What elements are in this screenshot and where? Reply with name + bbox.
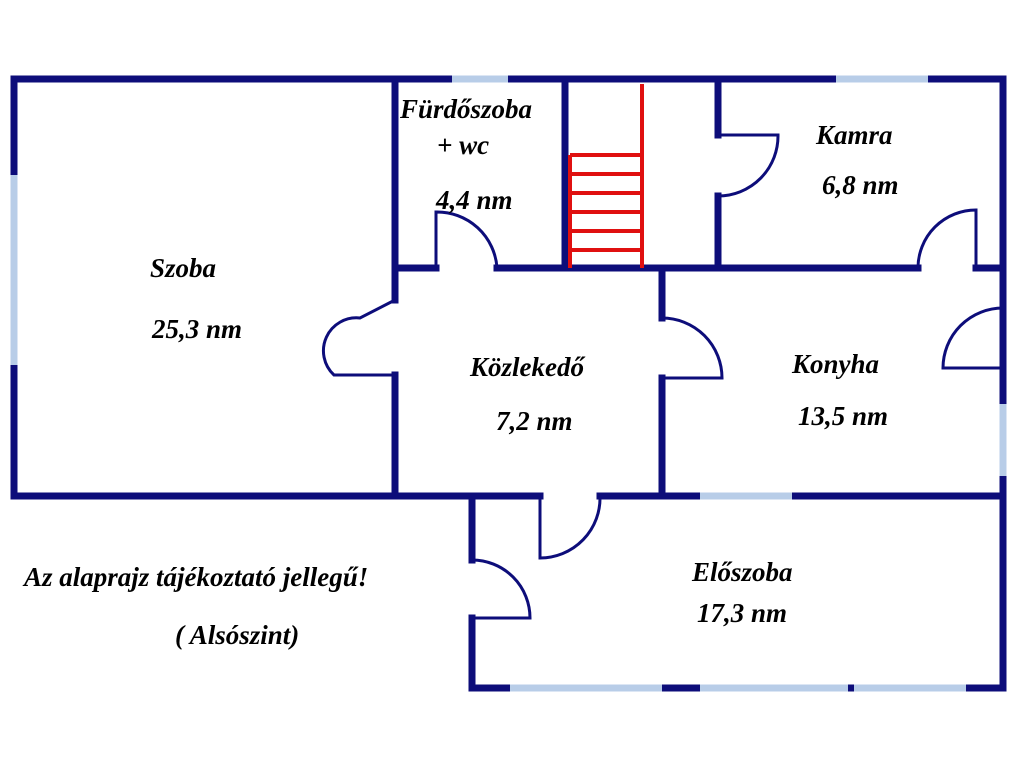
doors [321,133,1004,620]
room-area-kamra: 6,8 nm [822,170,899,200]
room-name-kamra: Kamra [815,120,893,150]
room-labels: Szoba 25,3 nm Fürdőszoba + wc 4,4 nm Kam… [22,94,899,650]
room-area-eloszoba: 17,3 nm [697,598,787,628]
room-area-konyha: 13,5 nm [798,401,888,431]
room-name-kozlekedo: Közlekedő [469,352,585,382]
room-area-szoba: 25,3 nm [151,314,242,344]
room-name-furdo: Fürdőszoba [399,94,532,124]
windows [10,75,1007,692]
door-bath [434,210,499,269]
door-eloszoba-top [538,495,602,560]
disclaimer-note: Az alaprajz tájékoztató jellegű! [22,562,368,592]
room-name-eloszoba: Előszoba [691,557,793,587]
room-name-szoba: Szoba [150,253,216,283]
room-area-kozlekedo: 7,2 nm [496,406,573,436]
door-szoba [321,298,396,377]
door-konyha [661,316,724,380]
door-kamra [717,133,780,198]
level-note: ( Alsószint) [175,620,299,650]
room-name-konyha: Konyha [791,349,879,379]
stairs [568,84,644,268]
door-eloszoba-left [471,558,532,620]
door-konyha-top [916,208,978,269]
room-name-furdo-line2: + wc [437,130,489,160]
room-area-furdo: 4,4 nm [435,185,513,215]
door-konyha-right [941,306,1004,370]
